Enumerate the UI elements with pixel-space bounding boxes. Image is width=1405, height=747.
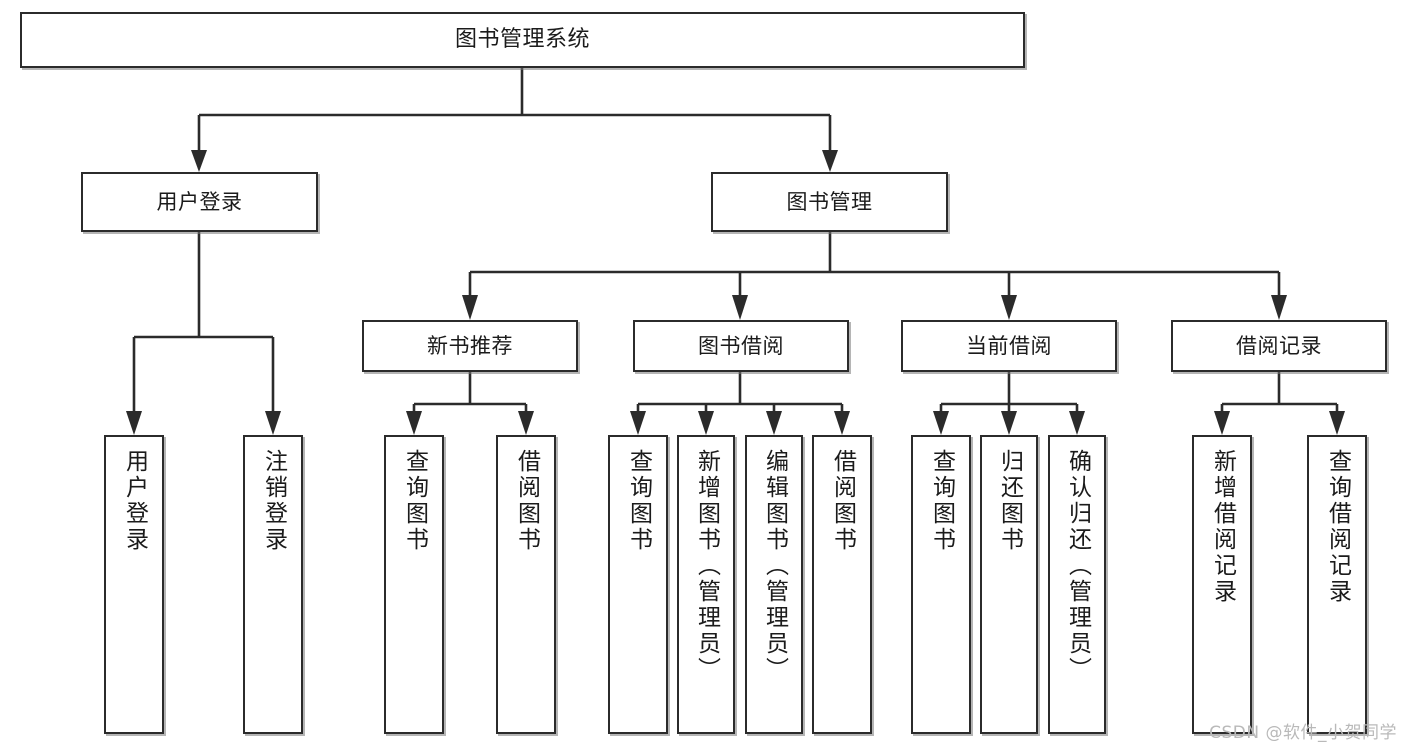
- node-label: 图书借阅: [698, 333, 784, 358]
- node-label: 查询图书: [928, 449, 955, 553]
- leaf-return-book[interactable]: 归还图书: [980, 435, 1038, 734]
- arrowhead-nb-leaf2: [518, 411, 534, 435]
- node-book-management[interactable]: 图书管理: [711, 172, 948, 232]
- arrowhead-cb-leaf1: [933, 411, 949, 435]
- arrowhead-book-manage: [822, 150, 838, 172]
- node-label: 图书管理: [786, 189, 873, 214]
- arrowhead-borrow-record: [1271, 295, 1287, 320]
- node-label: 用户登录: [121, 449, 148, 553]
- node-label: 查询图书: [625, 449, 652, 553]
- leaf-add-book-admin[interactable]: 新增图书（管理员）: [677, 435, 735, 734]
- leaf-logout[interactable]: 注销登录: [243, 435, 303, 734]
- arrowhead-current-borrow: [1001, 295, 1017, 320]
- leaf-borrow-book-recommend[interactable]: 借阅图书: [496, 435, 556, 734]
- node-user-login[interactable]: 用户登录: [81, 172, 318, 232]
- node-label: 图书管理系统: [454, 27, 590, 53]
- node-label: 确认归还（管理员）: [1064, 449, 1091, 683]
- node-current-borrow[interactable]: 当前借阅: [901, 320, 1117, 372]
- node-root-book-management-system[interactable]: 图书管理系统: [20, 12, 1025, 68]
- node-borrow-record[interactable]: 借阅记录: [1171, 320, 1387, 372]
- arrowhead-bb-leaf4: [834, 411, 850, 435]
- leaf-query-book-current[interactable]: 查询图书: [911, 435, 971, 734]
- node-label: 新增借阅记录: [1209, 449, 1236, 605]
- leaf-edit-book-admin[interactable]: 编辑图书（管理员）: [745, 435, 803, 734]
- node-new-book-recommend[interactable]: 新书推荐: [362, 320, 578, 372]
- leaf-query-borrow-record[interactable]: 查询借阅记录: [1307, 435, 1367, 734]
- leaf-add-borrow-record[interactable]: 新增借阅记录: [1192, 435, 1252, 734]
- node-label: 新增图书（管理员）: [693, 449, 720, 683]
- node-label: 当前借阅: [966, 333, 1052, 358]
- arrowhead-br-leaf1: [1214, 411, 1230, 435]
- node-label: 查询借阅记录: [1324, 449, 1351, 605]
- arrowhead-bb-leaf3: [766, 411, 782, 435]
- arrowhead-cb-leaf3: [1069, 411, 1085, 435]
- leaf-borrow-book[interactable]: 借阅图书: [812, 435, 872, 734]
- arrowhead-nb-leaf1: [406, 411, 422, 435]
- node-label: 借阅图书: [513, 449, 540, 553]
- leaf-query-book-borrow[interactable]: 查询图书: [608, 435, 668, 734]
- leaf-confirm-return-admin[interactable]: 确认归还（管理员）: [1048, 435, 1106, 734]
- arrowhead-bb-leaf2: [698, 411, 714, 435]
- arrowhead-br-leaf2: [1329, 411, 1345, 435]
- arrowhead-new-book-recommend: [462, 295, 478, 320]
- node-label: 借阅记录: [1236, 333, 1322, 358]
- arrowhead-leaf-user-login: [126, 411, 142, 435]
- node-label: 注销登录: [260, 449, 287, 553]
- csdn-watermark: CSDN @软件_小贺同学: [1209, 723, 1397, 743]
- node-label: 新书推荐: [427, 333, 513, 358]
- node-label: 查询图书: [401, 449, 428, 553]
- leaf-query-book-recommend[interactable]: 查询图书: [384, 435, 444, 734]
- node-label: 编辑图书（管理员）: [761, 449, 788, 683]
- arrowhead-cb-leaf2: [1001, 411, 1017, 435]
- node-book-borrow[interactable]: 图书借阅: [633, 320, 849, 372]
- node-label: 用户登录: [156, 189, 243, 214]
- arrowhead-user-login: [191, 150, 207, 172]
- node-label: 归还图书: [996, 449, 1023, 553]
- arrowhead-bb-leaf1: [630, 411, 646, 435]
- node-label: 借阅图书: [829, 449, 856, 553]
- leaf-user-login[interactable]: 用户登录: [104, 435, 164, 734]
- arrowhead-leaf-logout: [265, 411, 281, 435]
- arrowhead-book-borrow: [732, 295, 748, 320]
